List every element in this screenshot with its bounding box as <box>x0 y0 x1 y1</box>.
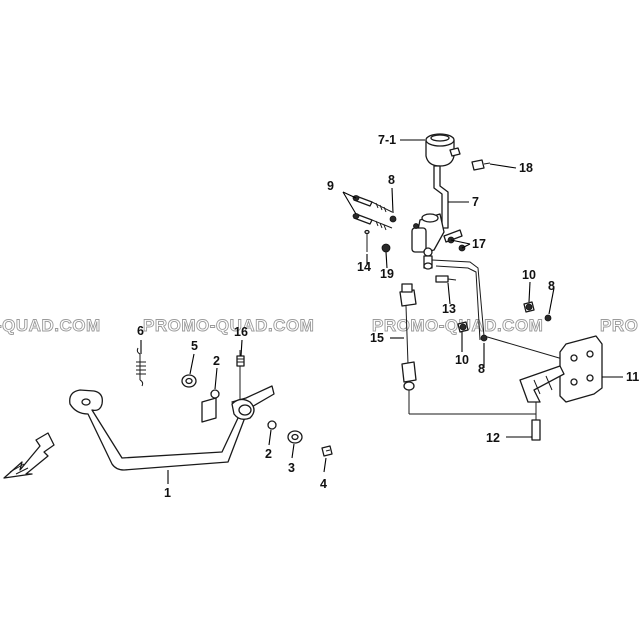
leader-lines <box>140 139 623 484</box>
part-bolt-10b <box>457 321 469 333</box>
callout-3: 3 <box>288 461 295 475</box>
callout-16: 16 <box>234 325 248 339</box>
part-nut-8c <box>480 334 488 342</box>
callout-10: 10 <box>522 268 536 282</box>
part-oring-2b <box>267 420 277 430</box>
part-brake-pedal <box>69 350 275 471</box>
callout-17: 17 <box>472 237 486 251</box>
callout-10: 10 <box>455 353 469 367</box>
callout-18: 18 <box>519 161 533 175</box>
part-washer-3 <box>287 430 303 444</box>
watermark-text: -QUAD.COM <box>0 316 101 335</box>
part-spring-washer-8a <box>389 215 419 229</box>
front-direction-arrow-icon <box>3 432 55 479</box>
callout-2: 2 <box>265 447 272 461</box>
callout-7: 7 <box>472 195 479 209</box>
part-pin-14 <box>364 229 370 252</box>
callout-12: 12 <box>486 431 500 445</box>
part-push-rod <box>431 259 567 361</box>
callout-19: 19 <box>380 267 394 281</box>
callout-8: 8 <box>548 279 555 293</box>
watermark-text: PRO <box>600 316 638 335</box>
part-washer-5 <box>181 374 197 388</box>
part-oring-2a <box>210 389 220 399</box>
part-bolt-4 <box>321 445 333 457</box>
callout-9: 9 <box>327 179 334 193</box>
part-cotter-pin <box>531 402 541 441</box>
part-bolt-9-upper <box>352 195 393 213</box>
part-fitting-17 <box>447 236 466 252</box>
part-screw-18 <box>471 159 491 171</box>
callout-8: 8 <box>388 173 395 187</box>
part-bracket <box>519 335 603 403</box>
part-brake-light-switch <box>399 283 536 415</box>
callout-8: 8 <box>478 362 485 376</box>
part-master-cylinder <box>411 213 463 270</box>
part-grease-nipple <box>236 355 245 367</box>
callout-5: 5 <box>191 339 198 353</box>
callout-1: 1 <box>164 486 171 500</box>
part-reservoir <box>425 133 461 167</box>
part-bolt-13 <box>435 275 457 283</box>
part-spring <box>136 347 146 387</box>
callout-4: 4 <box>320 477 327 491</box>
part-bolt-10a <box>523 301 535 313</box>
watermark-text: PROMO-QUAD.COM <box>143 316 314 335</box>
callout-6: 6 <box>137 324 144 338</box>
callout-7-1: 7-1 <box>378 133 396 147</box>
part-nut-8b <box>544 314 552 322</box>
part-reservoir-hose <box>433 165 449 229</box>
part-washer-19 <box>381 243 391 253</box>
callout-13: 13 <box>442 302 456 316</box>
callout-15: 15 <box>370 331 384 345</box>
callout-labels: 1 2 2 3 4 5 6 7 7-1 8 8 8 9 10 10 11 12 … <box>137 133 639 500</box>
watermark-text: PROMO-QUAD.COM <box>372 316 543 335</box>
watermark-row: -QUAD.COM PROMO-QUAD.COM PROMO-QUAD.COM … <box>0 316 638 336</box>
callout-2: 2 <box>213 354 220 368</box>
part-bolt-9-lower <box>352 213 393 231</box>
callout-11: 11 <box>626 370 639 384</box>
callout-14: 14 <box>357 260 371 274</box>
